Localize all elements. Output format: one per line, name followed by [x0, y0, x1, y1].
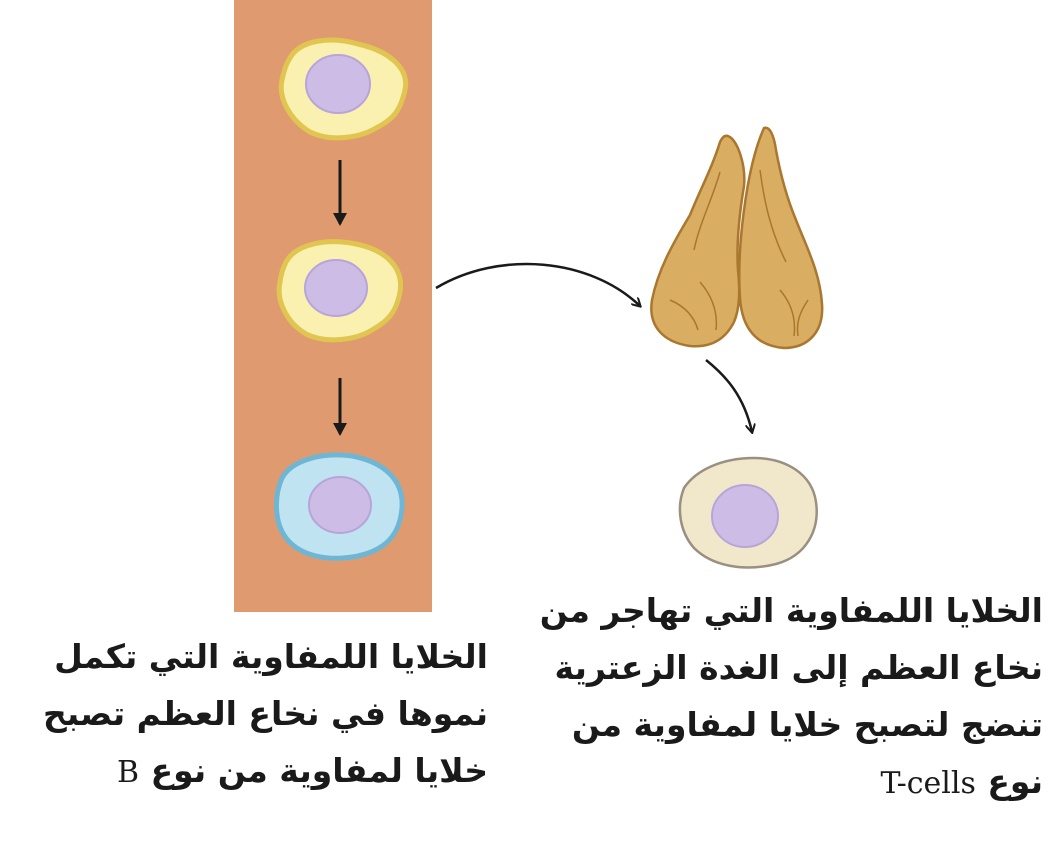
- nucleus: [712, 485, 778, 547]
- t-caption-line-4: نوع T-cells: [548, 753, 1043, 812]
- b-caption-line-3: خلايا لمفاوية من نوع B: [18, 742, 488, 801]
- nucleus: [309, 477, 371, 533]
- t-caption-line-4-arabic: نوع: [987, 762, 1043, 801]
- t-caption-line-2: نخاع العظم إلى الغدة الزعترية: [548, 639, 1043, 696]
- maturation-arrow: [706, 360, 752, 432]
- precursor-cell-2: [279, 242, 400, 340]
- t-cell-type-label: T-cells: [880, 766, 975, 801]
- b-caption-line-2: نموها في نخاع العظم تصبح: [18, 685, 488, 742]
- t-cell-caption: الخلايا اللمفاوية التي تهاجر من نخاع الع…: [548, 582, 1043, 812]
- precursor-cell-1: [281, 40, 405, 138]
- b-cell-caption: الخلايا اللمفاوية التي تكمل نموها في نخا…: [18, 628, 488, 801]
- t-cell: [680, 458, 817, 567]
- b-cell-type-label: B: [117, 755, 139, 790]
- t-caption-line-3: تنضج لتصبح خلايا لمفاوية من: [548, 696, 1043, 753]
- nucleus: [305, 260, 367, 316]
- b-cell: [276, 455, 402, 558]
- b-caption-line-3-arabic: خلايا لمفاوية من نوع: [151, 751, 488, 790]
- thymus-gland: [651, 128, 822, 348]
- t-caption-line-1: الخلايا اللمفاوية التي تهاجر من: [548, 582, 1043, 639]
- migration-arrow: [436, 264, 640, 306]
- nucleus: [306, 55, 370, 113]
- b-caption-line-1: الخلايا اللمفاوية التي تكمل: [18, 628, 488, 685]
